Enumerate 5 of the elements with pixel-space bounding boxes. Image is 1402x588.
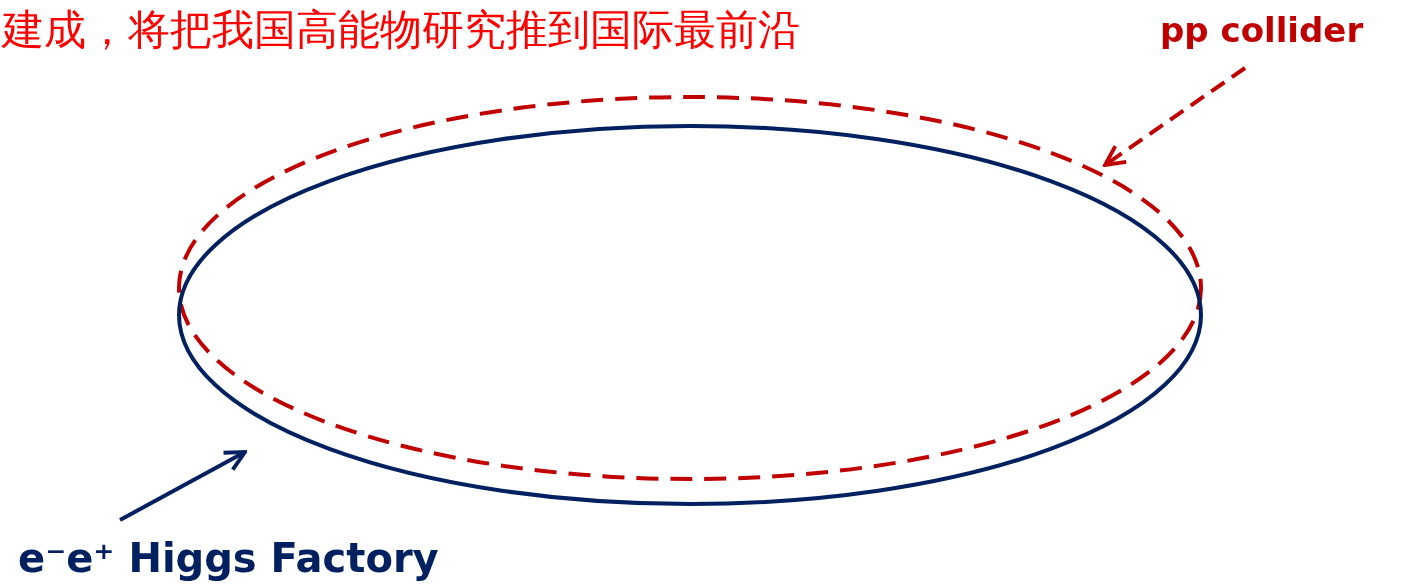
leader-arrow xyxy=(1103,66,1247,167)
heading-text: 建成，将把我国高能物研究推到国际最前沿 xyxy=(2,4,800,56)
callout-text: pp collider xyxy=(1160,10,1364,50)
leader-arrow xyxy=(119,450,247,522)
callout-text: e⁻e⁺ Higgs Factory xyxy=(18,535,439,581)
